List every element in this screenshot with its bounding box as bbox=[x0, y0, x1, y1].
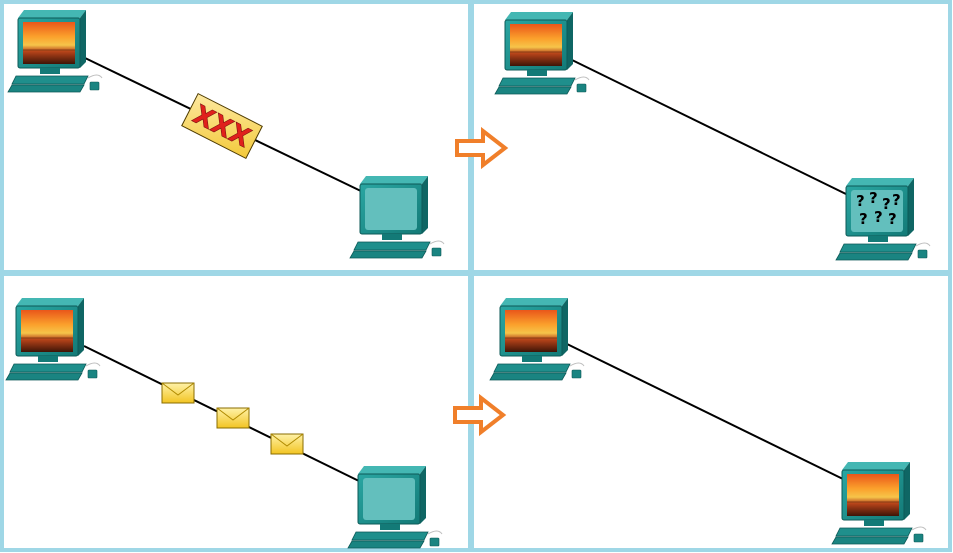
question-marks: ? ? ? ? ? ? ? bbox=[856, 189, 901, 228]
panel-top-right: ? ? ? ? ? ? ? bbox=[494, 11, 931, 261]
source-computer bbox=[489, 297, 585, 381]
svg-text:?: ? bbox=[859, 210, 868, 228]
envelope-icon bbox=[270, 433, 304, 455]
panel-bottom-right bbox=[489, 297, 927, 545]
blank-screen bbox=[365, 188, 417, 230]
network-link bbox=[571, 59, 849, 196]
sunset-screen bbox=[847, 474, 899, 516]
svg-text:?: ? bbox=[888, 210, 897, 228]
svg-text:?: ? bbox=[882, 195, 891, 213]
source-computer bbox=[5, 297, 101, 381]
envelope-icon bbox=[216, 407, 250, 429]
large-message-block: XXX bbox=[181, 92, 263, 160]
envelope-icon bbox=[161, 382, 195, 404]
source-computer bbox=[494, 11, 590, 95]
destination-computer: ? ? ? ? ? ? ? bbox=[835, 177, 931, 261]
sunset-screen bbox=[21, 310, 73, 352]
svg-text:?: ? bbox=[892, 191, 901, 209]
svg-text:?: ? bbox=[856, 192, 865, 210]
svg-text:?: ? bbox=[869, 189, 878, 207]
sunset-screen bbox=[510, 24, 562, 66]
panel-top-left: XXX bbox=[7, 9, 445, 259]
destination-computer bbox=[349, 175, 445, 259]
source-computer bbox=[7, 9, 103, 93]
arrow-right-icon bbox=[453, 393, 507, 437]
destination-computer bbox=[831, 461, 927, 545]
destination-computer bbox=[347, 465, 443, 549]
panel-bottom-left bbox=[5, 297, 443, 549]
arrow-right-icon bbox=[455, 126, 509, 170]
svg-text:?: ? bbox=[874, 208, 883, 226]
blank-screen bbox=[363, 478, 415, 520]
question-screen bbox=[851, 190, 903, 232]
sunset-screen bbox=[23, 22, 75, 64]
sunset-screen bbox=[505, 310, 557, 352]
network-link bbox=[566, 343, 846, 481]
